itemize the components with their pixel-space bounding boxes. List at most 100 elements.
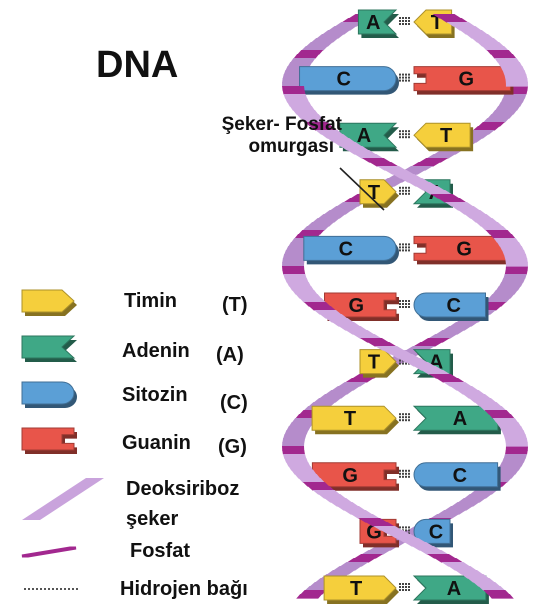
hbond-dot: [405, 413, 407, 416]
sugar-segment: [442, 326, 472, 331]
hbond-dot: [402, 130, 404, 133]
sugar-segment: [296, 114, 323, 119]
sugar-segment: [286, 426, 311, 431]
base-left-T-letter: T: [350, 578, 362, 600]
sugar-segment: [491, 110, 518, 115]
sugar-segment: [352, 334, 382, 339]
phosphate-segment: [344, 378, 374, 383]
sugar-segment: [496, 242, 522, 247]
phosphate-segment: [505, 266, 528, 271]
hbond-dot: [402, 583, 404, 585]
hbond-dot: [408, 303, 410, 305]
sugar-segment: [501, 278, 526, 283]
sugar-segment: [333, 566, 362, 571]
base-left-G-letter: G: [342, 465, 358, 487]
base-right-C-letter: C: [453, 465, 467, 487]
hbond-dot: [405, 79, 407, 82]
phosphate-segment: [346, 558, 376, 563]
hbond-dot: [408, 249, 410, 252]
hbond-dot: [408, 189, 410, 192]
sugar-segment: [467, 578, 496, 583]
hbond-dot: [399, 469, 401, 472]
sugar-segment: [283, 434, 307, 439]
base-left-T-face: [311, 405, 397, 431]
hbond-dot: [402, 413, 404, 416]
base-right-A-letter: A: [447, 578, 461, 600]
hbond-dot: [402, 362, 404, 365]
sugar-segment: [291, 418, 318, 423]
hbond-legend-dot: [56, 588, 58, 590]
base-right-C-face: [413, 462, 499, 488]
sugar-segment: [384, 170, 415, 175]
legend-label-sitozin: Sitozin: [122, 384, 188, 406]
sugar-segment: [283, 274, 307, 279]
sugar-segment: [310, 38, 339, 43]
sugar-segment: [305, 42, 333, 47]
hbond-dot: [405, 469, 407, 472]
sugar-segment: [403, 166, 434, 171]
hbond-dot: [402, 136, 404, 139]
sugar-segment: [336, 506, 366, 511]
sugar-segment: [407, 182, 438, 187]
hbond-dot: [399, 475, 401, 478]
base-left-T-face: [359, 179, 397, 205]
hbond-dot: [405, 136, 407, 139]
base-left-C: C: [299, 66, 399, 95]
sugar-segment: [404, 542, 434, 547]
sugar-segment: [458, 210, 487, 215]
hbond-dot: [408, 186, 410, 189]
sugar-segment: [319, 394, 348, 399]
sugar-segment: [446, 22, 476, 27]
hbond-dot: [405, 23, 407, 25]
sugar-segment: [494, 58, 520, 63]
phosphate-segment: [418, 158, 449, 163]
sugar-segment: [376, 166, 407, 171]
hydrogen-bond: [399, 243, 410, 252]
sugar-segment: [345, 330, 375, 335]
sugar-segment: [322, 30, 351, 35]
base-right-A-face: [412, 575, 487, 601]
base-left-T: T: [311, 405, 399, 435]
hbond-dot: [402, 189, 404, 192]
legend-label-timin: Timin: [124, 290, 177, 312]
sugar-segment: [500, 98, 525, 103]
sugar-segment: [289, 106, 315, 111]
hbond-dot: [408, 526, 410, 529]
hbond-dot: [405, 362, 407, 365]
sugar-segment: [502, 250, 526, 255]
sugar-segment: [321, 134, 350, 139]
base-left-C-face: [303, 235, 397, 261]
hbond-dot: [399, 249, 401, 252]
phosphate-segment: [490, 54, 517, 59]
base-left-G: G: [359, 518, 399, 548]
hbond-dot: [402, 73, 404, 76]
hbond-dot: [405, 20, 407, 22]
sugar-segment: [488, 294, 515, 299]
base-left-G: G: [324, 292, 399, 321]
sugar-segment: [441, 562, 471, 567]
sugar-segment: [496, 466, 522, 471]
hbond-dot: [405, 246, 407, 249]
backbone-callout: Şeker- Fosfat omurgası: [194, 114, 342, 158]
phosphate-segment: [358, 518, 388, 523]
hydrogen-bond: [399, 413, 410, 422]
hbond-dot: [399, 17, 401, 19]
sugar-segment: [502, 94, 527, 99]
sugar-segment: [462, 394, 491, 399]
phosphate-segment: [293, 54, 320, 59]
sugar-segment: [479, 406, 507, 411]
hbond-dot: [399, 583, 401, 585]
hbond-dot: [408, 130, 410, 133]
sugar-segment: [286, 462, 311, 467]
sugar-segment: [461, 574, 490, 579]
hbond-dot: [405, 416, 407, 419]
sugar-segment: [468, 398, 497, 403]
legend-abbr-sitozin: (C): [220, 392, 248, 414]
sugar-segment: [503, 254, 528, 259]
hbond-dot: [405, 249, 407, 252]
hbond-dot: [402, 20, 404, 22]
